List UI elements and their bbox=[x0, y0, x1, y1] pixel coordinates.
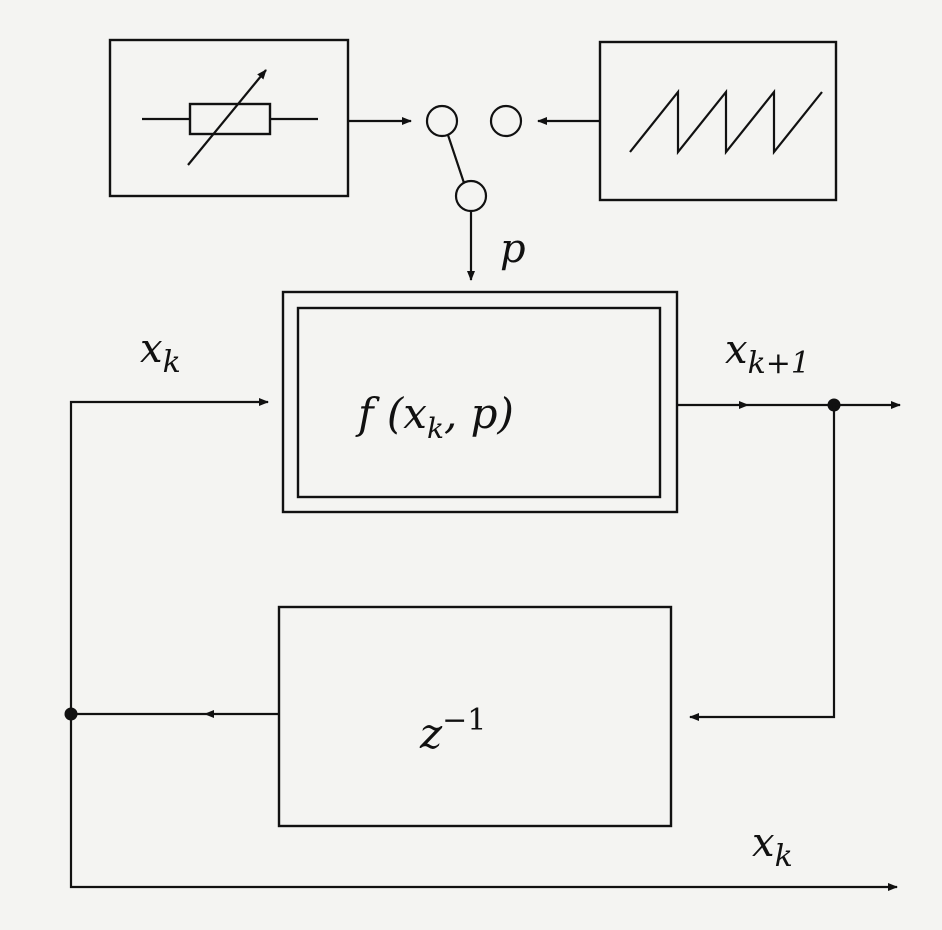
parameter-label: p bbox=[500, 226, 526, 272]
delay-block: z−1 bbox=[277, 605, 673, 828]
bottom-output-path bbox=[69, 714, 898, 891]
sawtooth-wave-icon bbox=[629, 88, 823, 156]
input-label: xk bbox=[140, 326, 181, 380]
bottom-output-label: xk bbox=[752, 820, 793, 874]
output-label: xk+1 bbox=[725, 327, 810, 381]
function-label: f (xk, p) bbox=[355, 389, 514, 445]
variable-resistor-arrow-icon bbox=[187, 69, 267, 166]
sawtooth-generator-block bbox=[598, 40, 838, 202]
switch-lever[interactable] bbox=[446, 134, 466, 184]
input-feedback-path bbox=[69, 398, 269, 714]
switch-contact-right[interactable] bbox=[489, 104, 523, 138]
switch-contact-left[interactable] bbox=[425, 104, 459, 138]
switch-pivot bbox=[454, 179, 488, 213]
variable-resistor-block bbox=[108, 38, 350, 198]
function-block: f (xk, p) bbox=[281, 290, 679, 514]
delay-label: z−1 bbox=[419, 703, 486, 758]
selector-switch[interactable] bbox=[425, 104, 523, 213]
feedback-path bbox=[689, 405, 836, 721]
